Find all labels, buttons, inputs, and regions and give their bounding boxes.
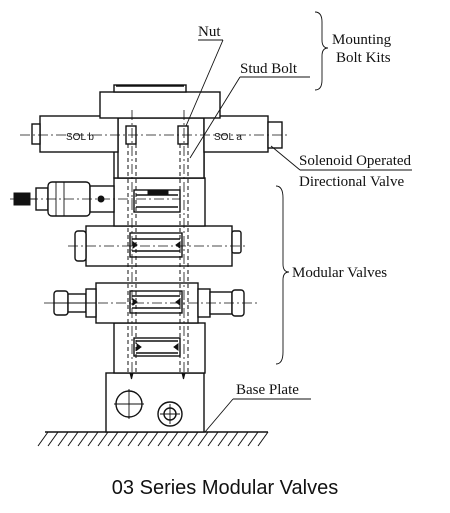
hatch-stroke [167,431,179,447]
mounting-label-line1: Mounting [332,32,392,48]
figure-caption: 03 Series Modular Valves [111,477,339,499]
base-plate [105,372,205,433]
ground-hatching [37,431,269,447]
hatch-stroke [207,431,219,447]
hatch-stroke [227,431,239,447]
leader-lines [185,39,412,433]
hatch-stroke [177,431,189,447]
hatch-stroke [107,431,119,447]
modular-valve-1 [10,177,206,227]
sol-a-label: SOL a [214,132,242,143]
mounting-label-line2: Bolt Kits [336,50,391,66]
stud-bolt-label: Stud Bolt [240,61,298,77]
base-plate-label: Base Plate [236,382,299,398]
hatch-stroke [37,431,49,447]
hatch-stroke [87,431,99,447]
hatch-stroke [187,431,199,447]
nut-label: Nut [198,24,221,40]
hatch-stroke [47,431,59,447]
modular-valve-3 [44,282,260,324]
hatch-stroke [237,431,249,447]
hatch-stroke [217,431,229,447]
hatch-stroke [247,431,259,447]
hatch-stroke [57,431,69,447]
hatch-stroke [157,431,169,447]
hatch-stroke [67,431,79,447]
hatch-stroke [197,431,209,447]
hatch-stroke [257,431,269,447]
solenoid-label-line2: Directional Valve [299,174,404,190]
hatch-stroke [147,431,159,447]
mounting-brace [314,11,329,91]
solenoid-directional-valve: SOL b SOL a [20,84,290,179]
modular-valves-brace [275,185,290,365]
hatch-stroke [97,431,109,447]
hatch-stroke [77,431,89,447]
hatch-stroke [117,431,129,447]
hatch-stroke [137,431,149,447]
modular-valve-2 [68,225,248,267]
hatch-stroke [127,431,139,447]
modular-valves-label: Modular Valves [292,265,387,281]
solenoid-label-line1: Solenoid Operated [299,153,412,169]
stud-bolts [127,110,189,378]
sol-b-label: SOL b [66,132,94,143]
